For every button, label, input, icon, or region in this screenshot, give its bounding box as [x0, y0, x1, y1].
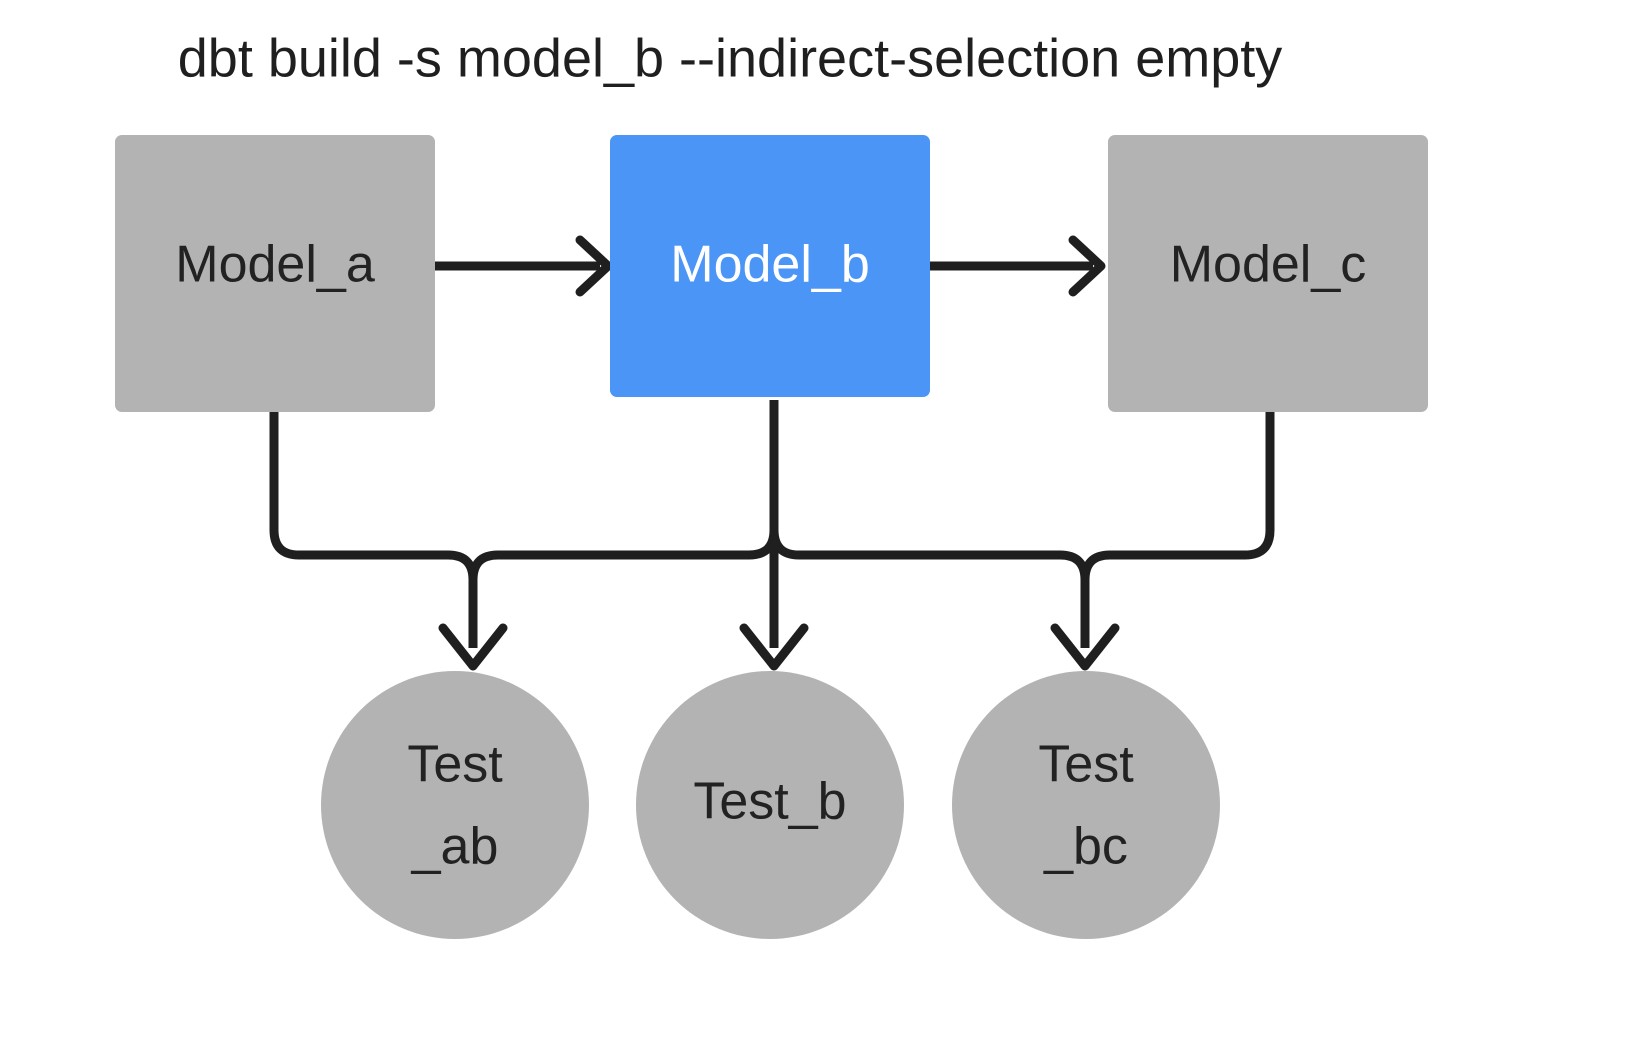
node-test-b-shape — [636, 671, 904, 939]
edge-model-b-to-test-ab — [468, 400, 779, 648]
node-test-ab-label-line1: Test — [407, 736, 503, 794]
node-model-b-shape — [610, 135, 930, 397]
node-test-ab-shape — [321, 671, 589, 939]
node-test-b-label-line1: Test_b — [693, 773, 846, 831]
edge-model-c-to-test-bc — [1080, 400, 1275, 648]
node-model-b-label: Model_b — [670, 236, 869, 294]
node-test-bc-shape — [952, 671, 1220, 939]
node-model-a[interactable]: Model_a — [115, 135, 435, 412]
node-model-b[interactable]: Model_b — [610, 135, 930, 397]
node-test-bc-label-line2: _bc — [1043, 818, 1128, 876]
node-model-a-label: Model_a — [175, 236, 375, 294]
edge-model-a-to-test-ab — [269, 400, 478, 648]
edge-model-b-to-model-c — [928, 235, 1106, 297]
node-model-c[interactable]: Model_c — [1108, 135, 1428, 412]
edge-model-a-to-model-b — [434, 235, 613, 297]
edge-model-b-to-test-bc — [769, 400, 1090, 648]
node-model-c-shape — [1108, 135, 1428, 412]
arrowhead-test-ab — [438, 623, 508, 671]
node-test-bc-label-line1: Test — [1038, 736, 1134, 794]
node-model-a-shape — [115, 135, 435, 412]
arrowhead-test-bc — [1050, 623, 1120, 671]
node-test-bc[interactable]: Test _bc — [952, 671, 1220, 939]
node-test-ab[interactable]: Test _ab — [321, 671, 589, 939]
node-test-b[interactable]: Test_b — [636, 671, 904, 939]
node-test-ab-label-line2: _ab — [411, 818, 499, 876]
node-model-c-label: Model_c — [1170, 236, 1367, 294]
diagram-title: dbt build -s model_b --indirect-selectio… — [178, 28, 1283, 88]
